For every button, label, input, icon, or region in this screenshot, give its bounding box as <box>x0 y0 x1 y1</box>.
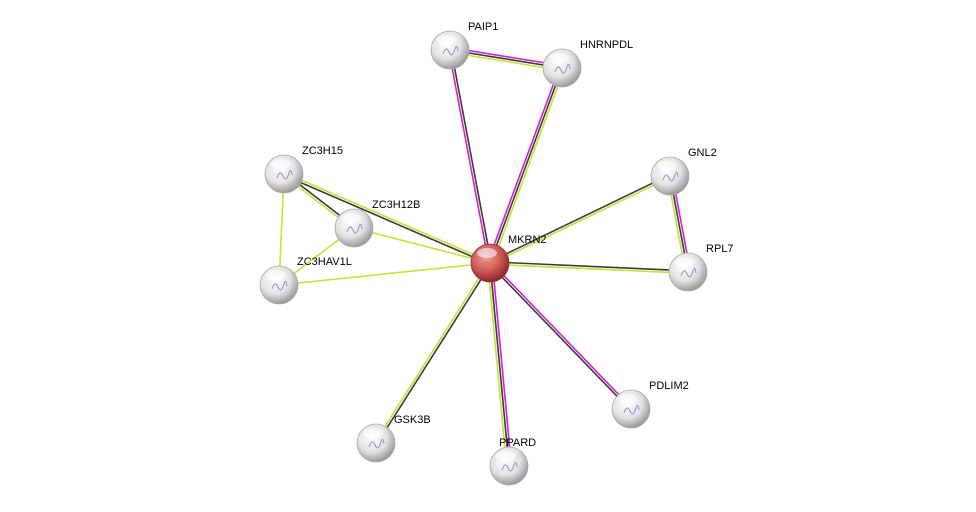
protein-structure-icon <box>271 280 288 291</box>
node-zc3h12b[interactable] <box>334 208 374 248</box>
node-highlight <box>496 451 516 461</box>
edge-mkrn2-gnl2-coexpression[interactable] <box>489 174 670 263</box>
node-gnl2[interactable] <box>650 156 690 196</box>
edge-zc3h12b-mkrn2-text_mining[interactable] <box>353 227 491 264</box>
node-highlight <box>657 161 677 171</box>
node-highlight <box>271 159 291 169</box>
protein-structure-icon <box>680 267 697 278</box>
node-label-zc3hav1l: ZC3HAV1L <box>297 256 352 268</box>
node-zc3hav1l[interactable] <box>259 265 299 305</box>
edge-mkrn2-gnl2-text_mining[interactable] <box>490 176 671 265</box>
node-highlight <box>266 270 286 280</box>
edge-mkrn2-gsk3b-coexpression[interactable] <box>376 263 492 445</box>
edge-zc3hav1l-mkrn2-text_mining[interactable] <box>278 262 491 286</box>
node-label-gnl2: GNL2 <box>688 147 717 159</box>
node-highlight <box>549 53 569 63</box>
edge-mkrn2-hnrnpdl-experiments[interactable] <box>486 66 561 263</box>
node-label-hnrnpdl: HNRNPDL <box>580 39 634 51</box>
node-hnrnpdl[interactable] <box>542 48 582 88</box>
node-ppard[interactable] <box>489 446 529 486</box>
edge-mkrn2-paip1-experiments[interactable] <box>448 50 490 264</box>
edge-mkrn2-pdlim2-experiments[interactable] <box>490 261 633 409</box>
protein-structure-icon <box>442 45 459 56</box>
protein-structure-icon <box>368 438 385 449</box>
protein-structure-icon <box>623 404 640 415</box>
edge-mkrn2-ppard-coexpression[interactable] <box>489 262 510 467</box>
node-gsk3b[interactable] <box>356 423 396 463</box>
node-pdlim2[interactable] <box>611 389 651 429</box>
protein-structure-icon <box>501 461 518 472</box>
node-label-mkrn2: MKRN2 <box>508 234 547 246</box>
node-label-pdlim2: PDLIM2 <box>649 380 689 392</box>
node-label-paip1: PAIP1 <box>468 21 499 33</box>
edge-mkrn2-ppard-text_mining[interactable] <box>486 263 508 467</box>
node-zc3h15[interactable] <box>264 154 304 194</box>
node-label-zc3h12b: ZC3H12B <box>372 199 421 211</box>
node-highlight <box>437 35 457 45</box>
edge-mkrn2-hnrnpdl-text_mining[interactable] <box>491 68 566 265</box>
edge-mkrn2-hnrnpdl-coexpression[interactable] <box>489 67 563 264</box>
edge-mkrn2-gsk3b-text_mining[interactable] <box>374 261 490 443</box>
protein-structure-icon <box>276 169 293 180</box>
node-rpl7[interactable] <box>668 252 708 292</box>
node-label-ppard: PPARD <box>499 437 537 449</box>
edge-mkrn2-rpl7-coexpression[interactable] <box>490 261 689 272</box>
node-highlight <box>477 248 497 258</box>
edge-mkrn2-paip1-coexpression[interactable] <box>450 49 492 263</box>
node-paip1[interactable] <box>430 30 470 70</box>
node-mkrn2[interactable] <box>470 243 510 283</box>
node-highlight <box>618 394 638 404</box>
edge-mkrn2-rpl7-text_mining[interactable] <box>489 263 688 274</box>
node-label-zc3h15: ZC3H15 <box>302 145 343 157</box>
protein-structure-icon <box>482 258 499 269</box>
node-highlight <box>675 257 695 267</box>
edge-mkrn2-zc3h15-text_mining[interactable] <box>284 172 491 263</box>
node-highlight <box>363 428 383 438</box>
edge-mkrn2-pdlim2-coexpression[interactable] <box>488 263 631 411</box>
node-label-rpl7: RPL7 <box>706 243 734 255</box>
edge-mkrn2-zc3h15-coexpression[interactable] <box>283 174 490 265</box>
edge-mkrn2-ppard-experiments[interactable] <box>491 262 513 466</box>
protein-structure-icon <box>554 63 571 74</box>
protein-structure-icon <box>346 223 363 234</box>
node-highlight <box>341 213 361 223</box>
node-label-gsk3b: GSK3B <box>394 414 431 426</box>
protein-structure-icon <box>662 171 679 182</box>
